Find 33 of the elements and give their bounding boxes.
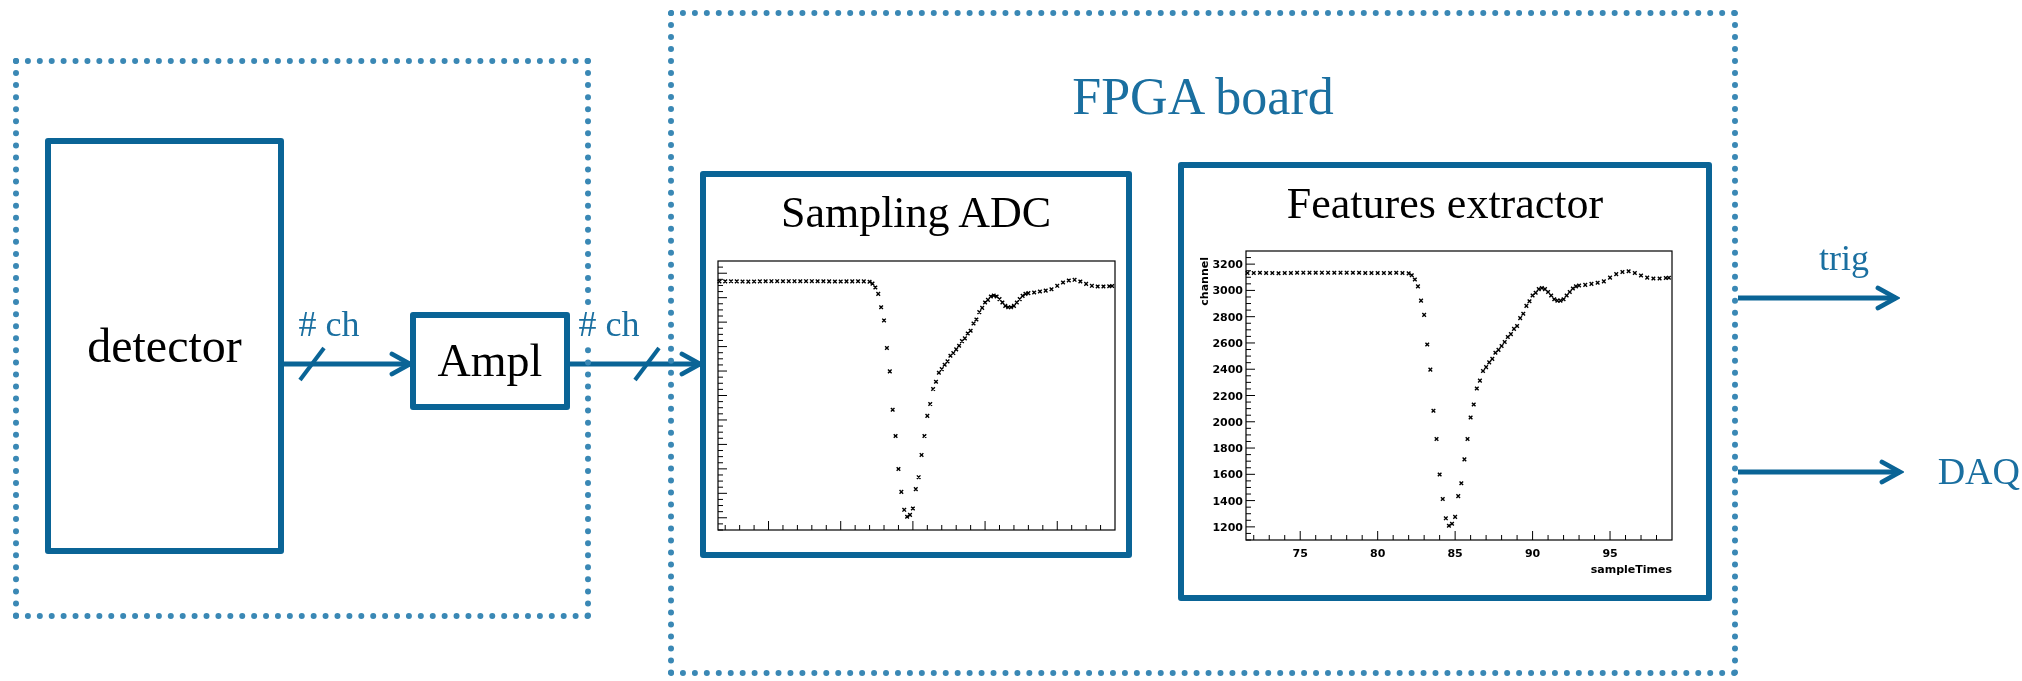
arrow [1738,459,1903,485]
process-box [45,138,284,554]
arrow [1738,285,1899,311]
tick-label: 1600 [1212,468,1243,482]
board-title: FPGA board [1071,68,1335,126]
tick-label: 1800 [1212,442,1243,456]
tick-label: 2800 [1212,310,1243,324]
process-box [410,312,570,410]
box-label: detector [87,319,242,373]
tick-label: 1400 [1212,494,1243,508]
box-title: Features extractor [1285,180,1605,229]
tick-label: 2200 [1212,389,1243,403]
box-label: Ampl [437,335,543,387]
tick-label: 85 [1447,547,1463,560]
arrow [570,351,703,377]
tick-label: 1200 [1212,520,1243,534]
process-box [700,171,1132,558]
tick-label: 3000 [1212,284,1243,298]
axis-title: channel [1198,257,1211,306]
tick-label: 2600 [1212,336,1243,350]
box-title: Sampling ADC [779,189,1053,238]
axis-title: sampleTimes [1590,563,1672,576]
tick-label: 2400 [1212,363,1243,377]
process-box [1178,162,1712,601]
arrow [284,351,413,377]
tick-label: 2000 [1212,415,1243,429]
tick-label: 75 [1292,547,1308,560]
board-frame [668,10,1738,676]
tick-label: 3200 [1212,258,1243,272]
tick-label: 80 [1370,547,1386,560]
output-label: DAQ [1937,451,2020,493]
tick-label: 95 [1602,547,1618,560]
tick-label: 90 [1524,547,1541,560]
